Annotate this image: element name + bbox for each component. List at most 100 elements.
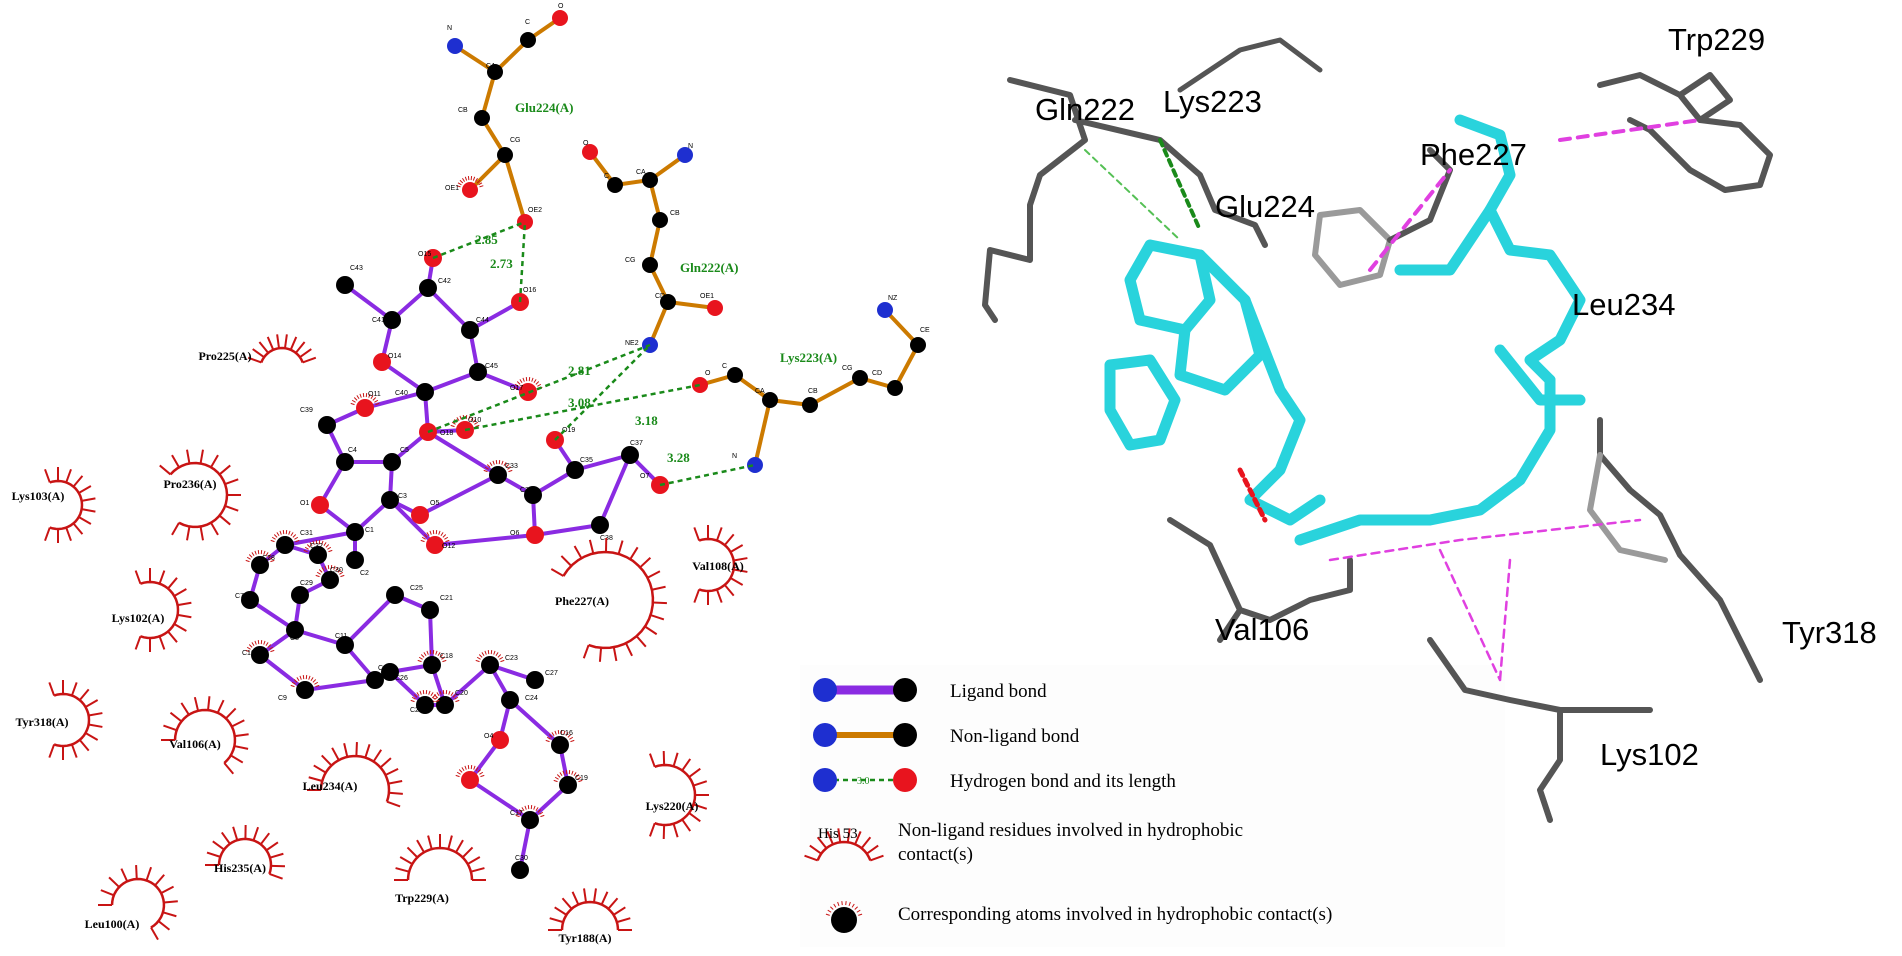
atom-label: N bbox=[688, 143, 693, 150]
contact-spoke bbox=[413, 694, 418, 698]
contact-spoke bbox=[827, 909, 832, 913]
hbond-dash-2 bbox=[1084, 149, 1181, 241]
ligand-atom-C23 bbox=[481, 656, 499, 674]
legend-background bbox=[800, 665, 1505, 947]
atom-label: C41 bbox=[372, 317, 385, 324]
contact-spoke bbox=[455, 699, 460, 703]
hydrophobic-spoke bbox=[649, 822, 656, 837]
contact-spoke bbox=[324, 565, 327, 570]
ligand-atom-C28-contact-spokes bbox=[245, 550, 275, 563]
contact-spoke bbox=[493, 650, 496, 655]
hydrophobic-spoke bbox=[723, 584, 735, 597]
contact-spoke bbox=[294, 536, 299, 540]
contact-spoke bbox=[577, 776, 582, 780]
ligand-atom-C42 bbox=[419, 279, 437, 297]
hydrogen-bond-length: 2.73 bbox=[490, 256, 513, 271]
hydrophobic-spoke bbox=[85, 699, 99, 708]
lys223-atom-O bbox=[692, 377, 708, 393]
contact-spoke bbox=[473, 765, 476, 770]
hydrophobic-arc bbox=[406, 846, 474, 881]
ligand-atom-C24 bbox=[501, 691, 519, 709]
legend-nonligand-bond-atom-c bbox=[893, 723, 917, 747]
residue-label-3d-lys102: Lys102 bbox=[1600, 737, 1699, 772]
contact-spoke bbox=[420, 539, 425, 543]
ligand-atom-C32-contact-spokes bbox=[303, 540, 333, 553]
hydrophobic-spoke bbox=[154, 874, 165, 887]
legend-hbond-example-length: 3.0 bbox=[857, 776, 870, 787]
ligand-atom-C19-contact-spokes bbox=[553, 770, 583, 783]
hydrophobic-spoke bbox=[220, 831, 231, 845]
ligand-atom-C39 bbox=[318, 416, 336, 434]
ligand-atom-C31 bbox=[276, 536, 294, 554]
ligand-stick-ring-c bbox=[1104, 354, 1181, 451]
atom-label: CB bbox=[808, 388, 818, 395]
hydrophobic-spoke bbox=[169, 711, 183, 723]
contact-spoke bbox=[339, 571, 344, 575]
atom-label: CD bbox=[655, 293, 665, 300]
contact-spoke bbox=[245, 649, 250, 653]
residue-stick-val106-n bbox=[1217, 607, 1243, 643]
gln222-atom-CA bbox=[642, 172, 658, 188]
hydrophobic-spoke bbox=[854, 831, 862, 845]
atom-label: C33 bbox=[505, 463, 518, 470]
hydrophobic-spoke bbox=[869, 854, 884, 862]
atom-label: C35 bbox=[580, 457, 593, 464]
contact-spoke bbox=[484, 650, 487, 655]
hydrophobic-spoke bbox=[647, 570, 661, 579]
hydrophobic-spoke bbox=[809, 844, 822, 855]
contact-spoke bbox=[432, 694, 437, 698]
contact-spoke bbox=[359, 393, 362, 398]
atom-label: C7 bbox=[235, 593, 244, 600]
atom-label: O bbox=[583, 140, 589, 147]
contact-spoke bbox=[436, 692, 440, 697]
residue-stick-val106 bbox=[1167, 517, 1353, 623]
ligand-stick-chain-a bbox=[1239, 294, 1326, 526]
contact-spoke bbox=[478, 182, 483, 186]
contact-spoke bbox=[440, 532, 444, 537]
hydrophobic-spoke bbox=[355, 741, 358, 757]
contact-spoke bbox=[265, 642, 269, 647]
atom-label: O1 bbox=[300, 500, 309, 507]
residue-stick-trp229-ring bbox=[1677, 72, 1733, 123]
ligand-atom-C18 bbox=[423, 656, 441, 674]
contact-spoke bbox=[457, 182, 462, 186]
contact-spoke bbox=[513, 386, 518, 390]
atom-label: CA bbox=[755, 388, 765, 395]
contact-spoke bbox=[565, 732, 569, 737]
hydrophobic-spoke bbox=[167, 577, 178, 590]
atom-label: N bbox=[447, 25, 452, 32]
hydrophobic-spoke bbox=[616, 917, 631, 924]
hydrophobic-spoke bbox=[88, 712, 103, 717]
lys223-atom-CG bbox=[852, 370, 868, 386]
hydrophobic-spoke bbox=[549, 917, 564, 924]
hydrophobic-spoke bbox=[866, 844, 879, 855]
ligand-atom-C20 bbox=[436, 696, 454, 714]
ligand-atom-C22-contact-spokes bbox=[410, 690, 440, 703]
ligand-bond bbox=[433, 533, 537, 547]
hydrophobic-spoke bbox=[158, 570, 166, 585]
contact-spoke bbox=[837, 901, 840, 907]
ligand-bond bbox=[388, 498, 437, 547]
contact-spoke bbox=[571, 770, 574, 775]
hydrophobic-spoke bbox=[592, 888, 597, 903]
ligand-bond bbox=[573, 453, 632, 472]
hydrophobic-spoke bbox=[224, 505, 239, 512]
contact-spoke bbox=[522, 377, 525, 382]
atom-label: C45 bbox=[485, 363, 498, 370]
ligand-bond bbox=[443, 663, 492, 707]
hydrophobic-residue-label: Val108(A) bbox=[692, 559, 744, 573]
hydrophobic-spoke bbox=[163, 724, 177, 732]
hydrophobic-spoke bbox=[160, 885, 175, 894]
ligand-atom-C31-contact-spokes bbox=[270, 530, 300, 543]
pi-interaction-5 bbox=[1498, 558, 1512, 682]
glu224-atom-OE1-contact-spokes bbox=[456, 176, 484, 188]
hydrophobic-spoke bbox=[639, 557, 652, 569]
hydrophobic-residue-label: Leu234(A) bbox=[303, 779, 358, 793]
atom-label: C21 bbox=[440, 595, 453, 602]
hydrophobic-spoke bbox=[672, 752, 679, 767]
glu224-bond bbox=[503, 153, 527, 224]
atom-label: C24 bbox=[525, 695, 538, 702]
contact-spoke bbox=[263, 550, 266, 555]
atom-label: C bbox=[722, 363, 727, 370]
hydrophobic-spoke bbox=[406, 846, 419, 859]
